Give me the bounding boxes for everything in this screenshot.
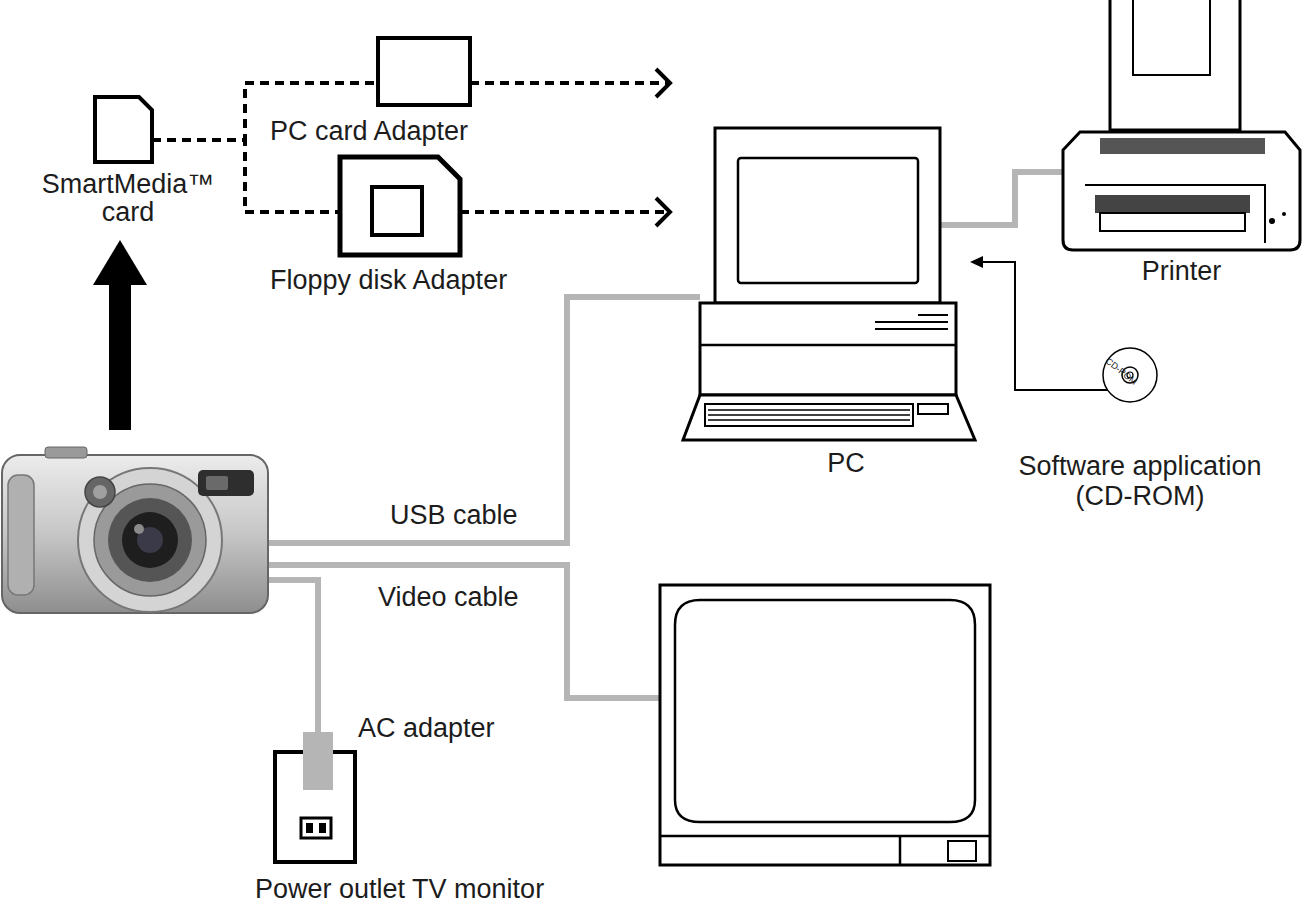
tv-cabinet <box>660 585 990 865</box>
printer-light <box>1282 212 1286 216</box>
connector-line <box>940 172 1063 225</box>
node-label: Power outlet TV monitor <box>255 874 544 904</box>
disc-label: CD-ROM <box>1104 356 1139 387</box>
tv-button <box>948 841 976 861</box>
pc-drive-slot <box>875 315 948 329</box>
install-arrow <box>970 256 1108 390</box>
connector-line <box>470 81 670 85</box>
node-label: PC <box>717 448 975 478</box>
printer: Printer <box>1063 0 1300 250</box>
tv-screen <box>675 600 975 822</box>
transfer-arrow <box>93 240 147 430</box>
camera-body <box>2 455 268 613</box>
printer-cable <box>940 172 1063 225</box>
camera-flash <box>85 477 115 507</box>
pc-base-unit <box>700 303 956 395</box>
cable-label: USB cable <box>390 500 518 530</box>
printer-front-panel <box>1085 185 1265 243</box>
pc-screen <box>738 158 918 283</box>
usb-cable <box>268 297 700 543</box>
keyboard-key-rows <box>708 410 910 420</box>
card-adapter: PC card Adapter <box>378 38 470 105</box>
dashed-arrow <box>460 198 670 226</box>
camera-viewfinder-window <box>206 476 228 490</box>
camera-lens-core <box>122 512 178 568</box>
connector-line <box>109 283 131 430</box>
cd-disc <box>1103 348 1157 402</box>
socket-pin <box>319 823 326 833</box>
arrow-head <box>970 256 983 268</box>
camera-dial <box>45 447 87 458</box>
camera-flash-inner <box>93 485 107 499</box>
node-label: PC card Adapter <box>270 116 468 146</box>
printer-body <box>1063 132 1300 250</box>
power-plug <box>303 732 333 790</box>
printer-button <box>1269 218 1275 224</box>
power-outlet: Power outlet TV monitor <box>275 752 355 862</box>
camera-viewfinder <box>198 470 254 496</box>
floppy-adapter-icon <box>340 157 460 255</box>
connector-line <box>460 210 670 214</box>
tv-panel-divider <box>899 836 902 865</box>
cable-label: AC adapter <box>358 713 495 743</box>
pc-base-divider <box>700 344 956 347</box>
printer-paper-tray <box>1110 0 1240 130</box>
node-label: SmartMedia™ card <box>28 170 228 226</box>
connector-line <box>981 262 1108 390</box>
printer-top-band <box>1100 138 1265 154</box>
floppy-adapter-slot <box>372 187 422 235</box>
arrow-head <box>93 240 147 285</box>
tv-panel-line <box>660 835 990 838</box>
node-label: Printer <box>1063 256 1300 286</box>
computer: PC <box>700 128 958 440</box>
connector-line <box>268 297 700 543</box>
digital-camera <box>0 448 268 615</box>
socket-pin <box>306 823 313 833</box>
memory-card: SmartMedia™ card <box>95 97 152 162</box>
cable-label: Video cable <box>378 582 519 612</box>
memory-card-icon <box>95 97 152 162</box>
keyboard-keys <box>705 404 913 426</box>
dashed-arrow <box>470 69 670 97</box>
video-cable <box>268 565 660 698</box>
arrow-head <box>656 69 670 97</box>
power-cable <box>268 580 318 752</box>
printer-paper <box>1133 0 1210 75</box>
pc-card-adapter-icon <box>378 38 470 105</box>
camera-lens-glass <box>108 498 192 582</box>
node-label: Software application (CD-ROM) <box>1009 451 1271 511</box>
node-label: Floppy disk Adapter <box>270 265 507 295</box>
printer-output-tray <box>1100 213 1245 231</box>
tv-monitor <box>660 585 990 865</box>
camera-lens-highlight <box>134 524 144 534</box>
connector-line <box>268 565 660 698</box>
power-socket <box>301 818 331 838</box>
printer-output-slot <box>1095 195 1250 213</box>
connector-line <box>268 580 318 752</box>
pc-keyboard <box>683 395 975 440</box>
arrow-head <box>656 198 670 226</box>
pc-monitor <box>715 128 940 303</box>
keyboard-keypad <box>918 404 948 414</box>
camera-grip <box>8 475 34 595</box>
cd-rom-disc: CD-ROMSoftware application (CD-ROM) <box>1103 348 1157 402</box>
floppy-adapter: Floppy disk Adapter <box>340 157 460 255</box>
